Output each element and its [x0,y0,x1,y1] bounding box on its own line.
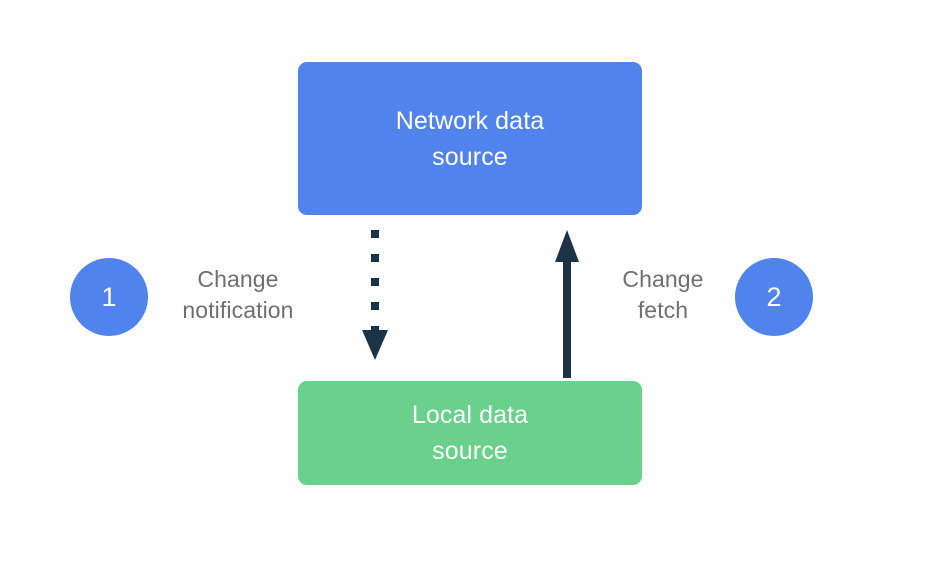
node-network-data-source: Network data source [298,62,642,215]
node-local-data-source: Local data source [298,381,642,485]
dotted-down-arrow-icon [362,230,388,360]
step-badge-1: 1 [70,258,148,336]
edge-label-change-notification: Change notification [182,266,294,323]
edge-label-change-fetch: Change fetch [622,266,704,323]
step-badge-2: 2 [735,258,813,336]
solid-up-arrow-icon [555,230,579,378]
